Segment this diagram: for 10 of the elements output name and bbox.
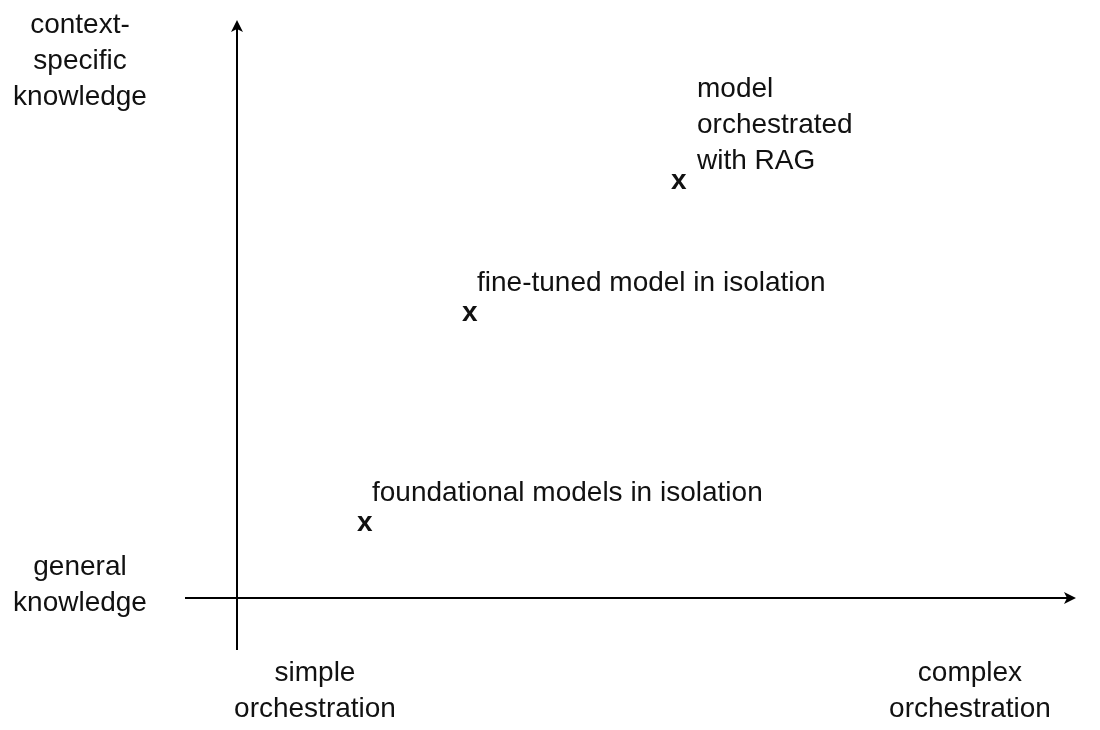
- y-axis-top-label: context-specific knowledge: [12, 7, 148, 113]
- point-label: foundational models in isolation: [372, 475, 764, 509]
- point-marker: x: [357, 505, 374, 539]
- x-axis-right-label: complex orchestration: [888, 655, 1052, 725]
- point-marker: x: [462, 295, 479, 329]
- point-label: model orchestrated with RAG: [697, 71, 854, 177]
- point-marker: x: [671, 163, 688, 197]
- x-axis-left-label: simple orchestration: [233, 655, 397, 725]
- point-label: fine-tuned model in isolation: [477, 265, 827, 299]
- y-axis-bottom-label: general knowledge: [12, 549, 148, 619]
